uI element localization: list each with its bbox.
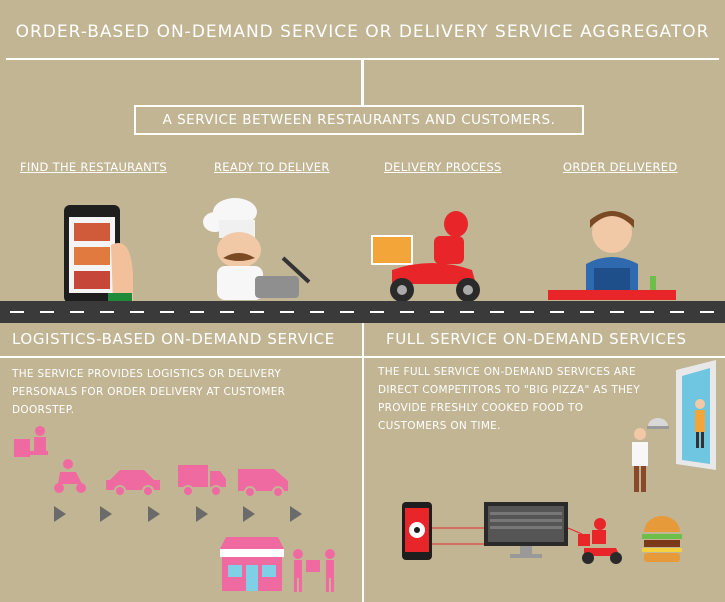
step-label-find-restaurants: FIND THE RESTAURANTS [20, 160, 168, 174]
chef-icon [203, 198, 311, 300]
connector-line [361, 60, 364, 106]
delivery-handover-icon [293, 549, 335, 592]
logistics-text-line: PERSONALS FOR ORDER DELIVERY AT CUSTOMER [12, 386, 286, 398]
logistics-text-line: DOORSTEP. [12, 404, 75, 416]
connector-arrows [432, 527, 583, 545]
step-label-order-delivered: ORDER DELIVERED [563, 160, 678, 174]
logistics-description: THE SERVICE PROVIDES LOGISTICS OR DELIVE… [12, 365, 352, 419]
header-banner: ORDER-BASED ON-DEMAND SERVICE OR DELIVER… [6, 5, 719, 60]
arrow-right-icon [196, 506, 208, 522]
full-service-text-line: PROVIDE FRESHLY COOKED FOOD TO [378, 402, 584, 414]
delivery-scooter-small-icon [578, 518, 622, 564]
section-divider-horizontal [0, 356, 725, 358]
full-service-text-line: THE FULL SERVICE ON-DEMAND SERVICES ARE [378, 366, 636, 378]
delivery-scooter-icon [371, 211, 480, 302]
burger-icon [642, 516, 682, 562]
arrow-right-icon [148, 506, 160, 522]
customer-eating-icon [548, 211, 676, 300]
subtitle-box: A SERVICE BETWEEN RESTAURANTS AND CUSTOM… [134, 105, 584, 135]
doorway-customer-icon [676, 360, 716, 470]
full-service-text-line: DIRECT COMPETITORS TO "BIG PIZZA" AS THE… [378, 384, 640, 396]
arrow-right-icon [243, 506, 255, 522]
office-desk-icon [14, 426, 48, 457]
page-title: ORDER-BASED ON-DEMAND SERVICE OR DELIVER… [15, 22, 710, 42]
monitor-dashboard-icon [484, 502, 568, 558]
smartphone-restaurant-icon [64, 205, 133, 303]
arrow-right-icon [100, 506, 112, 522]
van-icon [238, 469, 288, 498]
full-service-text-line: CUSTOMERS ON TIME. [378, 420, 501, 432]
motorbike-icon [54, 459, 86, 493]
step-label-ready-to-deliver: READY TO DELIVER [214, 160, 330, 174]
section-divider-vertical [362, 323, 364, 602]
full-service-description: THE FULL SERVICE ON-DEMAND SERVICES ARE … [378, 363, 678, 435]
road-divider [0, 301, 725, 323]
waiter-serving-icon [632, 418, 669, 492]
step-label-delivery-process: DELIVERY PROCESS [384, 160, 502, 174]
logistics-text-line: THE SERVICE PROVIDES LOGISTICS OR DELIVE… [12, 368, 282, 380]
arrow-right-icon [54, 506, 66, 522]
full-service-section-title: FULL SERVICE ON-DEMAND SERVICES [386, 330, 687, 348]
logistics-section-title: LOGISTICS-BASED ON-DEMAND SERVICE [12, 330, 335, 348]
car-icon [106, 470, 160, 497]
mobile-app-icon [402, 502, 432, 560]
truck-icon [178, 465, 226, 497]
arrow-right-icon [290, 506, 302, 522]
store-icon [220, 537, 284, 591]
